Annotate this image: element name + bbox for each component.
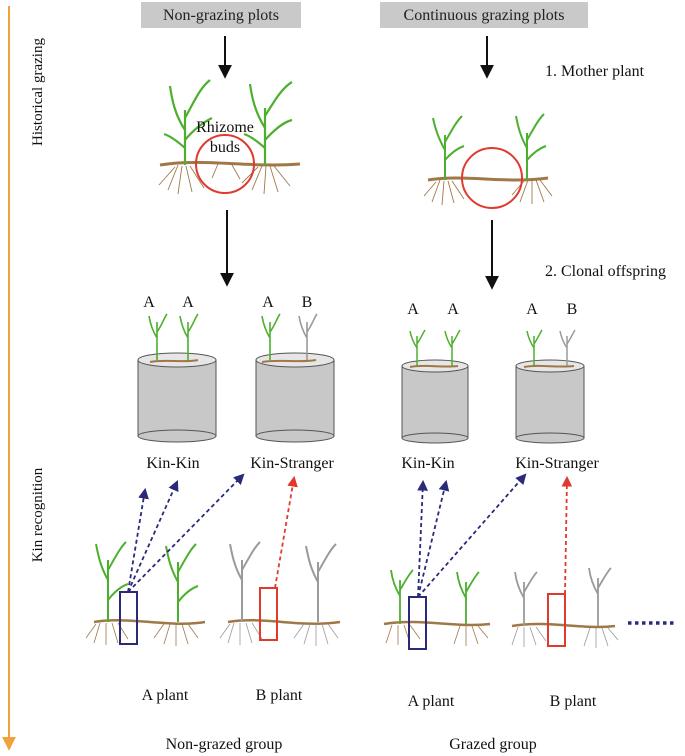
pot-letter: A xyxy=(407,301,419,318)
rhizome-bud-circle-left xyxy=(195,134,255,194)
treatment-kin-left: Kin-Kin xyxy=(146,455,199,472)
plant-pair-right-grey xyxy=(511,567,619,648)
plant-pair-left xyxy=(85,541,206,646)
pot-kin-left xyxy=(137,313,217,443)
signal-arrows-left xyxy=(127,473,298,593)
label-b-plant-right: B plant xyxy=(550,693,597,710)
header-left: Non-grazing plots xyxy=(163,7,279,24)
sample-box-kin-left xyxy=(119,591,138,645)
sample-box-stranger-left xyxy=(259,587,278,641)
sample-box-stranger-right xyxy=(547,593,566,647)
pot-letter: A xyxy=(262,294,274,311)
pot-stranger-left xyxy=(255,313,335,443)
pot-letter: A xyxy=(447,301,459,318)
pot-letter: A xyxy=(143,294,155,311)
pot-letter: B xyxy=(567,301,578,318)
step-mother-plant: 1. Mother plant xyxy=(545,63,645,80)
plant-pair-left-grey xyxy=(219,541,341,646)
pot-letter: A xyxy=(182,294,194,311)
header-right: Continuous grazing plots xyxy=(404,7,565,24)
pot-letter: A xyxy=(526,301,538,318)
side-label-historical: Historical grazing xyxy=(30,38,46,146)
rhizome-bud-circle-right xyxy=(461,147,523,209)
label-a-plant-right: A plant xyxy=(408,693,455,710)
label-b-plant-left: B plant xyxy=(256,687,303,704)
step-clonal-offspring: 2. Clonal offspring xyxy=(545,263,666,280)
treatment-stranger-left: Kin-Stranger xyxy=(250,455,334,472)
mother-plant-right xyxy=(423,113,553,209)
side-label-kin: Kin recognition xyxy=(30,467,46,562)
sample-box-kin-right xyxy=(408,596,427,650)
signal-arrows-right xyxy=(417,473,573,598)
group-label-left: Non-grazed group xyxy=(166,736,283,753)
treatment-kin-right: Kin-Kin xyxy=(401,455,454,472)
pot-letter: B xyxy=(302,294,313,311)
plant-pair-right xyxy=(383,569,491,650)
header-left-bg xyxy=(141,2,301,28)
pot-stranger-right xyxy=(515,329,585,444)
header-right-bg xyxy=(380,2,588,28)
treatment-stranger-right: Kin-Stranger xyxy=(515,455,599,472)
rhizome-label-line1: Rhizome xyxy=(196,119,254,136)
pot-kin-right xyxy=(401,329,469,444)
rhizome-label-line2: buds xyxy=(210,139,240,156)
label-a-plant-left: A plant xyxy=(142,687,189,704)
group-label-right: Grazed group xyxy=(449,736,537,753)
mother-plant-left: Rhizome buds xyxy=(158,79,301,195)
